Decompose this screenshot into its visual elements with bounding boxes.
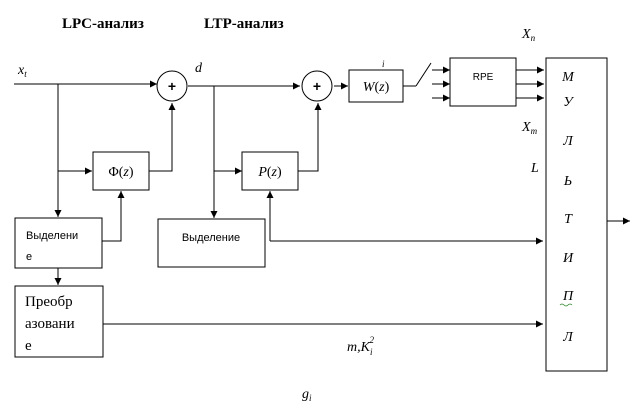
transform-label-line1: Преобр — [25, 294, 73, 310]
ltp-selection-block: Выделение — [157, 218, 266, 268]
adder-1-symbol: + — [168, 78, 176, 94]
g-label: gi — [302, 387, 312, 403]
switch-arm — [415, 62, 432, 87]
spellcheck-squiggle — [559, 303, 573, 307]
input-signal-label: xt — [17, 63, 27, 79]
adder-2: + — [301, 70, 333, 102]
mux-letter-2: У — [563, 95, 574, 110]
phi-filter-block: Φ(z) — [92, 151, 150, 191]
phi-filter-label: Φ(z) — [108, 165, 133, 180]
w-filter-label: W(z) — [363, 80, 390, 95]
lpc-analysis-header: LPC-анализ — [62, 16, 144, 32]
mux-letter-5: Т — [564, 212, 573, 227]
rpe-label: RPE — [473, 72, 494, 83]
lpc-selection-label-line1: Выделени — [26, 230, 78, 242]
lpc-selection-label-line2: е — [26, 251, 32, 263]
p-output-wire — [298, 103, 322, 172]
p-filter-block: P(z) — [241, 151, 299, 191]
transform-block: Преобр азовани е — [14, 285, 104, 358]
residual-signal-label: d — [195, 61, 203, 76]
transform-label-line2: азовани — [25, 316, 75, 332]
mux-letter-7: П — [562, 289, 574, 304]
transform-label-line3: е — [25, 338, 32, 354]
p-filter-label: P(z) — [257, 165, 282, 180]
phi-output-wire — [149, 103, 176, 172]
ltp-analysis-header: LTP-анализ — [204, 16, 284, 32]
mux-letter-4: Ь — [563, 174, 572, 189]
weighted-signal-label: i — [382, 59, 385, 69]
adder-2-symbol: + — [313, 78, 321, 94]
mux-letter-6: И — [562, 251, 574, 266]
l-label: L — [530, 161, 539, 176]
xm-label: Xm — [521, 120, 538, 136]
adder-1: + — [156, 70, 188, 102]
mux-letter-8: Л — [562, 330, 574, 345]
lpc-coeff-wire — [102, 191, 125, 242]
mux-letter-1: М — [561, 70, 575, 85]
rpe-block: RPE — [449, 57, 517, 107]
xn-label: Xn — [521, 27, 536, 43]
m-k-label: m,Ki2 — [347, 335, 374, 357]
ltp-selection-label: Выделение — [182, 232, 240, 244]
mux-letter-3: Л — [562, 134, 574, 149]
signal-wires — [14, 62, 630, 328]
w-filter-block: W(z) — [348, 69, 404, 103]
lpc-selection-block: Выделени е — [14, 217, 103, 269]
multiplexer-block: М У Л Ь Т И П Л — [545, 57, 608, 372]
